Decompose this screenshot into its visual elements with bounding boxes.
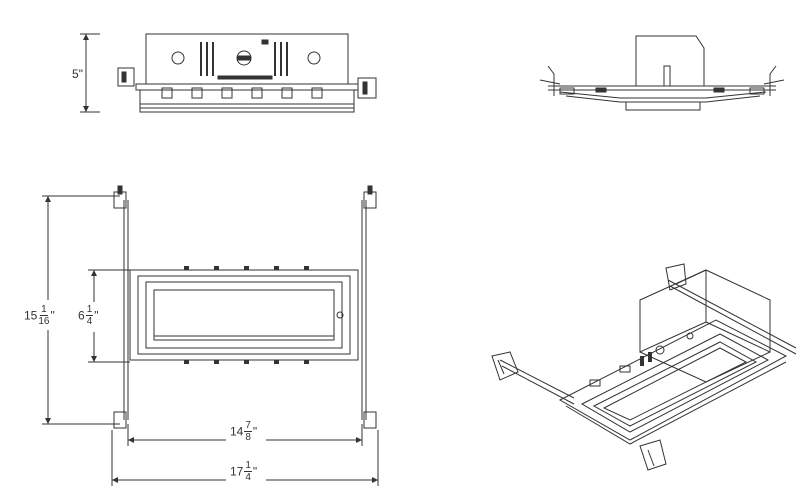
isometric-view: [491, 263, 797, 471]
height-dimension-label: 5": [72, 66, 83, 81]
front-elevation-view: [80, 33, 377, 113]
side-elevation-view: [539, 35, 785, 111]
plan-view: [42, 185, 379, 486]
